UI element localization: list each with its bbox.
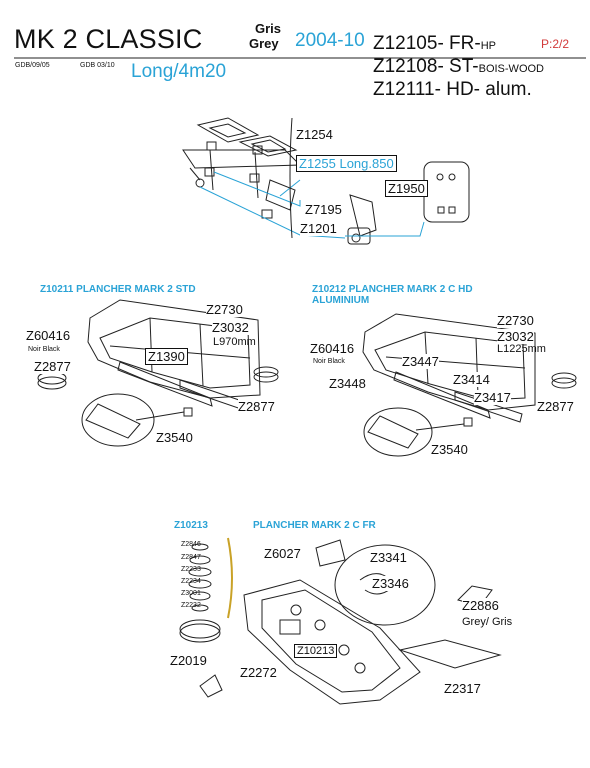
color-gris: Gris	[255, 21, 282, 36]
label-z3417: Z3417	[474, 390, 511, 405]
label-z2886: Z2886	[462, 598, 499, 613]
label-z60416: Z60416	[26, 328, 71, 343]
model-title: MK 2 CLASSIC	[14, 24, 203, 54]
label-z3341: Z3341	[370, 550, 407, 565]
stack-1: Z2847	[181, 554, 201, 561]
label-z2730: Z2730	[206, 302, 243, 317]
hd-title-1: Z10212 PLANCHER MARK 2 C HD	[312, 284, 473, 295]
label-z2877-left: Z2877	[34, 359, 71, 374]
ref-st: Z12108- ST-BOIS-WOOD	[373, 56, 544, 77]
stack-3: Z2234	[181, 578, 201, 585]
label-z2272: Z2272	[240, 665, 277, 680]
color-grey: Grey	[249, 36, 279, 51]
label-z3414: Z3414	[453, 372, 490, 387]
length: Long/4m20	[131, 61, 227, 82]
stack-0: Z2846	[181, 541, 201, 548]
label-z3346: Z3346	[372, 576, 409, 591]
label-hd-noir-black: Noir Black	[313, 358, 345, 365]
hd-title-2: ALUMINIUM	[312, 295, 370, 306]
label-z1255: Z1255 Long.850	[296, 155, 397, 172]
years: 2004-10	[295, 30, 365, 51]
label-z2019: Z2019	[170, 653, 207, 668]
fr-code: Z10213	[174, 520, 208, 531]
label-z10213: Z10213	[294, 644, 338, 658]
std-title: Z10211 PLANCHER MARK 2 STD	[40, 284, 196, 295]
fr-floor	[179, 537, 502, 705]
label-z3447: Z3447	[402, 354, 439, 369]
label-z6027: Z6027	[264, 546, 301, 561]
label-z1390: Z1390	[145, 348, 188, 365]
label-noir-black: Noir Black	[28, 346, 60, 353]
code-1: GDB/09/05	[15, 62, 50, 69]
ref-hd: Z12111- HD- alum.	[373, 79, 532, 100]
label-length: L970mm	[213, 336, 256, 348]
code-2: GDB 03/10	[80, 62, 115, 69]
label-hd-z2730: Z2730	[497, 313, 534, 328]
stack-5: Z2232	[181, 602, 201, 609]
label-hd-z3540: Z3540	[431, 442, 468, 457]
label-z3448: Z3448	[329, 376, 366, 391]
stack-4: Z3001	[181, 590, 201, 597]
fr-title: PLANCHER MARK 2 C FR	[253, 520, 376, 531]
label-z2877-right: Z2877	[238, 399, 275, 414]
label-hd-z3032: Z3032	[497, 329, 534, 344]
label-z7195: Z7195	[305, 202, 342, 217]
stack-2: Z2233	[181, 566, 201, 573]
label-hd-length: L1225mm	[497, 343, 546, 355]
label-z1201: Z1201	[300, 221, 337, 236]
ref-fr: Z12105- FR-HP	[373, 33, 496, 54]
label-z2317: Z2317	[444, 681, 481, 696]
label-z3032: Z3032	[212, 320, 249, 335]
label-z3540: Z3540	[156, 430, 193, 445]
label-grey-gris: Grey/ Gris	[462, 616, 513, 628]
label-z1254: Z1254	[296, 127, 333, 142]
label-hd-z60416: Z60416	[310, 341, 355, 356]
hardware-stack	[188, 543, 212, 612]
label-z1950: Z1950	[385, 180, 428, 197]
label-hd-z2877: Z2877	[537, 399, 574, 414]
page-number: P:2/2	[541, 37, 570, 51]
